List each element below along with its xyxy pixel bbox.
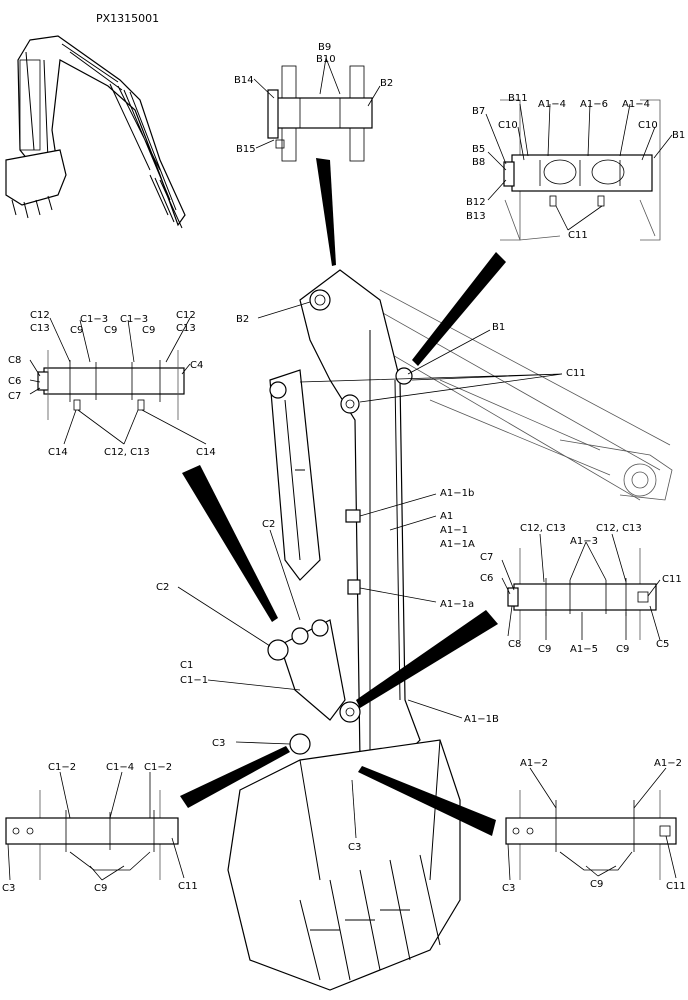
label-b2-main: B2 (236, 314, 249, 325)
label-c13-right: C13 (176, 323, 196, 334)
detail-a1-pin-bottom-right (505, 790, 677, 880)
label-a1-6: A1−6 (580, 99, 608, 110)
detail-c1-pin-bottom-left (5, 790, 179, 880)
label-b11: B11 (508, 93, 528, 104)
label-c1-3-left: C1−3 (80, 314, 108, 325)
detail-b-pin-right (500, 99, 661, 241)
label-b8: B8 (472, 157, 485, 168)
label-c1-2-left: C1−2 (48, 762, 76, 773)
label-b5: B5 (472, 144, 485, 155)
part-labels: B9 B10 B14 B2 B15 B11 A1−4 A1−6 A1−4 B7 … (2, 42, 686, 894)
label-c1-3-right: C1−3 (120, 314, 148, 325)
leader-lines (7, 57, 677, 881)
label-c11-bottom-right: C11 (666, 881, 686, 892)
label-a1-1A: A1−1A (440, 539, 475, 550)
label-c12-right: C12 (176, 310, 196, 321)
label-a1-2-left: A1−2 (520, 758, 548, 769)
overview-excavator-arm (5, 35, 186, 229)
label-b1-top: B1 (672, 130, 685, 141)
label-c3-bottom-right: C3 (502, 883, 515, 894)
label-c10-left: C10 (498, 120, 518, 131)
label-c14-right: C14 (196, 447, 216, 458)
label-b9: B9 (318, 42, 331, 53)
label-c6-left: C6 (8, 376, 21, 387)
label-c1-1: C1−1 (180, 675, 208, 686)
label-c11-top-right: C11 (568, 230, 588, 241)
label-c6-right: C6 (480, 573, 493, 584)
label-c1: C1 (180, 660, 193, 671)
label-c2-left: C2 (156, 582, 169, 593)
label-c7-right: C7 (480, 552, 493, 563)
label-c11-right: C11 (662, 574, 682, 585)
label-c3-center: C3 (348, 842, 361, 853)
label-b14: B14 (234, 75, 254, 86)
label-c1-4: C1−4 (106, 762, 134, 773)
label-a1-4-right: A1−4 (622, 99, 650, 110)
label-b10: B10 (316, 54, 336, 65)
label-c8-right: C8 (508, 639, 521, 650)
label-c9-right-1: C9 (538, 644, 551, 655)
label-c9-bottom-left: C9 (94, 883, 107, 894)
label-c4: C4 (190, 360, 203, 371)
label-c12-c13-right-right: C12, C13 (596, 523, 642, 534)
label-a1: A1 (440, 511, 453, 522)
label-a1-1a: A1−1a (440, 599, 474, 610)
label-b12: B12 (466, 197, 486, 208)
label-b13: B13 (466, 211, 486, 222)
label-a1-4-left: A1−4 (538, 99, 566, 110)
label-c12-left: C12 (30, 310, 50, 321)
label-c1-2-right: C1−2 (144, 762, 172, 773)
label-c10-right: C10 (638, 120, 658, 131)
label-c2-top: C2 (262, 519, 275, 530)
drawing-id: PX1315001 (96, 12, 159, 25)
label-a1-1b: A1−1b (440, 488, 474, 499)
label-c14-left: C14 (48, 447, 68, 458)
label-c9-bottom-right: C9 (590, 879, 603, 890)
label-c3-mid: C3 (212, 738, 225, 749)
label-a1-1: A1−1 (440, 525, 468, 536)
label-a1-2-right: A1−2 (654, 758, 682, 769)
label-c9-2: C9 (104, 325, 117, 336)
label-b7: B7 (472, 106, 485, 117)
label-c12-c13-mid: C12, C13 (104, 447, 150, 458)
label-a1-1B: A1−1B (464, 714, 499, 725)
label-c7-left: C7 (8, 391, 21, 402)
label-c9-3: C9 (142, 325, 155, 336)
main-arm-assembly (227, 269, 673, 991)
label-c9-1: C9 (70, 325, 83, 336)
label-c11-bottom-left: C11 (178, 881, 198, 892)
detail-pointers (180, 158, 506, 836)
label-c9-right-2: C9 (616, 644, 629, 655)
label-c12-c13-right-left: C12, C13 (520, 523, 566, 534)
label-c5: C5 (656, 639, 669, 650)
detail-a1-pin-right (507, 548, 657, 640)
label-c3-bottom-left: C3 (2, 883, 15, 894)
label-b2-top: B2 (380, 78, 393, 89)
label-a1-3: A1−3 (570, 536, 598, 547)
detail-b-pin-top (267, 65, 373, 162)
label-c13-left: C13 (30, 323, 50, 334)
label-a1-5: A1−5 (570, 644, 598, 655)
label-c8-left: C8 (8, 355, 21, 366)
label-c11-main: C11 (566, 368, 586, 379)
label-b15: B15 (236, 144, 256, 155)
detail-c-pin-left (37, 350, 185, 420)
label-b1-main: B1 (492, 322, 505, 333)
